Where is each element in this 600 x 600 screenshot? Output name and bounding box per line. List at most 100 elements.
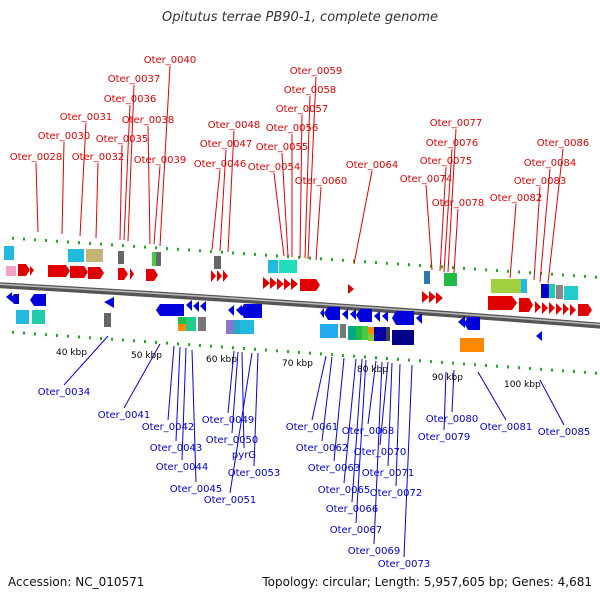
gene-arrow[interactable] <box>563 303 569 315</box>
gene-label[interactable]: Oter_0062 <box>296 443 349 454</box>
gene-block[interactable] <box>348 326 356 340</box>
gene-label[interactable]: Oter_0050 <box>206 435 259 446</box>
gene-arrow[interactable] <box>228 305 234 316</box>
gene-block[interactable] <box>268 260 278 273</box>
gene-label[interactable]: Oter_0065 <box>318 485 371 496</box>
gene-arrow[interactable] <box>356 309 372 322</box>
gene-label[interactable]: pyrG <box>232 450 256 461</box>
gene-block[interactable] <box>564 286 578 300</box>
gene-block[interactable] <box>68 249 84 262</box>
gene-block[interactable] <box>444 273 457 286</box>
gene-label[interactable]: Oter_0072 <box>370 488 423 499</box>
gene-label[interactable]: Oter_0075 <box>420 156 473 167</box>
gene-arrow[interactable] <box>277 278 284 290</box>
gene-label[interactable]: Oter_0063 <box>308 463 361 474</box>
gene-label[interactable]: Oter_0064 <box>346 160 399 171</box>
gene-arrow[interactable] <box>488 296 517 310</box>
gene-block[interactable] <box>491 279 521 293</box>
gene-arrow[interactable] <box>156 304 176 316</box>
gene-label[interactable]: Oter_0077 <box>430 118 483 129</box>
gene-block[interactable] <box>368 327 374 334</box>
gene-block[interactable] <box>234 320 240 334</box>
gene-arrow[interactable] <box>392 311 414 325</box>
gene-arrow[interactable] <box>578 304 592 316</box>
gene-arrow[interactable] <box>300 279 320 291</box>
gene-block[interactable] <box>356 326 362 340</box>
gene-arrow[interactable] <box>263 277 270 289</box>
gene-block[interactable] <box>156 252 161 266</box>
gene-block[interactable] <box>178 317 186 324</box>
gene-arrow[interactable] <box>104 297 114 308</box>
gene-label[interactable]: Oter_0038 <box>122 115 175 126</box>
gene-arrow[interactable] <box>211 270 216 282</box>
gene-arrow[interactable] <box>130 268 134 280</box>
gene-block[interactable] <box>118 251 124 264</box>
gene-label[interactable]: Oter_0078 <box>432 198 485 209</box>
gene-arrow[interactable] <box>342 309 348 320</box>
gene-arrow[interactable] <box>320 308 324 318</box>
gene-arrow[interactable] <box>519 298 533 312</box>
gene-label[interactable]: Oter_0047 <box>200 139 253 150</box>
gene-label[interactable]: Oter_0051 <box>204 495 257 506</box>
gene-label[interactable]: Oter_0081 <box>480 422 533 433</box>
gene-block[interactable] <box>226 320 234 334</box>
gene-label[interactable]: Oter_0069 <box>348 546 401 557</box>
gene-arrow[interactable] <box>291 278 298 290</box>
gene-label[interactable]: Oter_0082 <box>490 193 543 204</box>
gene-arrow[interactable] <box>542 302 548 314</box>
gene-arrow[interactable] <box>118 268 128 280</box>
gene-block[interactable] <box>424 271 430 284</box>
gene-arrow[interactable] <box>200 301 206 312</box>
gene-label[interactable]: Oter_0034 <box>38 387 91 398</box>
gene-label[interactable]: Oter_0028 <box>10 152 63 163</box>
gene-arrow[interactable] <box>536 331 542 341</box>
gene-arrow[interactable] <box>570 304 576 316</box>
gene-arrow[interactable] <box>6 292 12 302</box>
gene-label[interactable]: Oter_0071 <box>362 468 415 479</box>
gene-arrow[interactable] <box>30 266 34 276</box>
gene-label[interactable]: Oter_0041 <box>98 410 151 421</box>
gene-label[interactable]: Oter_0079 <box>418 432 471 443</box>
gene-arrow[interactable] <box>236 305 242 316</box>
gene-arrow[interactable] <box>382 311 388 322</box>
gene-arrow[interactable] <box>429 291 436 303</box>
gene-block[interactable] <box>541 284 549 298</box>
gene-arrow[interactable] <box>223 270 228 282</box>
gene-block[interactable] <box>549 284 555 298</box>
gene-label[interactable]: Oter_0076 <box>426 138 479 149</box>
gene-label[interactable]: Oter_0066 <box>326 504 379 515</box>
gene-arrow[interactable] <box>10 294 19 304</box>
gene-label[interactable]: Oter_0039 <box>134 155 187 166</box>
gene-label[interactable]: Oter_0083 <box>514 176 567 187</box>
gene-block[interactable] <box>240 320 254 334</box>
gene-arrow[interactable] <box>350 309 356 320</box>
gene-label[interactable]: Oter_0070 <box>354 447 407 458</box>
gene-block[interactable] <box>320 324 338 338</box>
gene-arrow[interactable] <box>217 270 222 282</box>
gene-label[interactable]: Oter_0032 <box>72 152 125 163</box>
gene-block[interactable] <box>186 317 196 331</box>
gene-arrow[interactable] <box>172 304 184 316</box>
gene-label[interactable]: Oter_0035 <box>96 134 149 145</box>
gene-label[interactable]: Oter_0084 <box>524 158 577 169</box>
gene-label[interactable]: Oter_0048 <box>208 120 261 131</box>
gene-label[interactable]: Oter_0055 <box>256 142 309 153</box>
gene-label[interactable]: Oter_0061 <box>286 422 339 433</box>
gene-block[interactable] <box>521 279 527 293</box>
gene-arrow[interactable] <box>416 313 422 324</box>
gene-pink[interactable] <box>6 266 16 276</box>
gene-label[interactable]: Oter_0046 <box>194 159 247 170</box>
gene-arrow[interactable] <box>324 307 340 320</box>
gene-label[interactable]: Oter_0043 <box>150 443 203 454</box>
gene-arrow[interactable] <box>436 292 443 304</box>
gene-arrow[interactable] <box>186 300 192 311</box>
gene-arrow[interactable] <box>240 304 262 318</box>
gene-label[interactable]: Oter_0056 <box>266 123 319 134</box>
gene-label[interactable]: Oter_0036 <box>104 94 157 105</box>
gene-label[interactable]: Oter_0067 <box>330 525 383 536</box>
gene-label[interactable]: Oter_0080 <box>426 414 479 425</box>
gene-block[interactable] <box>556 285 563 299</box>
gene-block[interactable] <box>32 310 45 324</box>
gene-arrow[interactable] <box>146 269 158 281</box>
gene-block[interactable] <box>340 324 346 338</box>
